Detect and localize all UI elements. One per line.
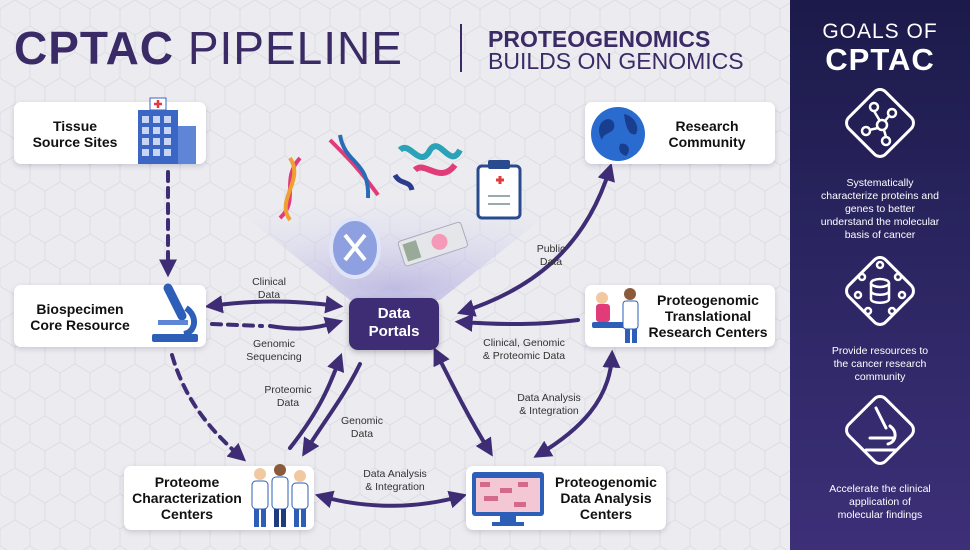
hospital-icon xyxy=(138,97,196,164)
sidebar-title-line-1: GOALS OF xyxy=(822,20,938,43)
subtitle-line-2: BUILDS ON GENOMICS xyxy=(488,48,744,74)
arrow-biospecimen-clinical xyxy=(204,295,344,314)
brain-scan-icon xyxy=(329,217,381,279)
label-clinical-genomic-proteomic: Clinical, Genomic& Proteomic Data xyxy=(482,337,566,362)
subtitle-line-1: PROTEOGENOMICS xyxy=(488,26,711,52)
arrow-biospecimen-genomic-dashed xyxy=(210,322,264,328)
arrow-research-public xyxy=(456,162,615,317)
network-icon xyxy=(845,88,915,158)
database-people-icon xyxy=(845,256,915,326)
title-divider xyxy=(460,24,462,72)
sidebar-title-line-2: CPTAC xyxy=(825,42,935,77)
arrow-proteome-proteomic xyxy=(288,352,345,450)
label-analysis-integration-bottom: Data Analysis& Integration xyxy=(363,468,427,493)
microscope-icon xyxy=(152,283,198,342)
protein-structure-icon xyxy=(392,143,463,191)
doctor-patient-icon xyxy=(592,288,639,343)
arrow-translational-clinical xyxy=(454,313,580,332)
diagram-canvas: CPTAC PIPELINE PROTEOGENOMICS BUILDS ON … xyxy=(0,0,790,550)
arrow-translational-analysis xyxy=(533,349,621,458)
arrow-biospecimen-genomic xyxy=(268,316,344,335)
microscope-icon xyxy=(845,395,915,465)
globe-icon xyxy=(591,107,645,161)
monitor-heatmap-icon xyxy=(472,472,544,526)
arrow-portals-analysis xyxy=(433,347,493,457)
arrow-biospecimen-to-proteome xyxy=(170,353,247,462)
node-translational-research xyxy=(585,285,775,347)
flow-arrows xyxy=(159,162,621,509)
dna-helix-icon xyxy=(278,134,380,222)
arrow-proteome-analysis xyxy=(314,490,468,509)
scientists-icon xyxy=(251,464,309,527)
arrow-portals-genomic xyxy=(302,362,362,457)
page-title: CPTAC PIPELINE xyxy=(14,22,403,74)
label-analysis-integration-right: Data Analysis& Integration xyxy=(517,392,581,417)
tissue-slide-icon xyxy=(397,221,468,267)
